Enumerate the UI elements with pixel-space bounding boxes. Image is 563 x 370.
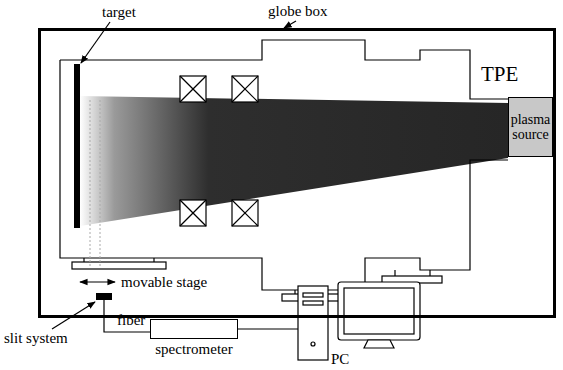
- part-label: globe box: [268, 3, 328, 20]
- computer-node: PC: [298, 282, 420, 362]
- part-label: fiber: [117, 312, 145, 329]
- line-of-sight: [100, 100, 101, 268]
- monitor-stand: [364, 340, 394, 348]
- port-neck: [294, 290, 295, 294]
- pc-tower: [298, 286, 328, 360]
- port-neck: [429, 270, 430, 276]
- connector-line: [238, 328, 298, 329]
- globe-box: plasma source TPE: [38, 28, 556, 318]
- leader-line: [284, 21, 296, 28]
- coil-cross: [180, 76, 206, 102]
- chamber-wall-bottom: [60, 60, 508, 290]
- coil-cross: [232, 200, 258, 226]
- line-of-sight: [90, 100, 91, 268]
- coil: [180, 200, 206, 226]
- magnet-coils: [180, 76, 258, 226]
- coil-cross: [180, 76, 206, 102]
- chamber-wall-top: [60, 40, 508, 99]
- spectrometer-box: spectrometer: [150, 319, 238, 339]
- part-label: movable stage: [121, 274, 207, 291]
- drive-slot: [303, 293, 323, 297]
- port-flange: [72, 262, 166, 269]
- part-label: target: [102, 4, 136, 21]
- port-neck: [153, 258, 154, 262]
- port-neck: [83, 258, 84, 262]
- computer-icon: [298, 282, 420, 360]
- node-label: TPE: [481, 63, 518, 86]
- stage-arrow: [80, 281, 115, 282]
- node-label: plasma source: [511, 112, 551, 143]
- coil-cross: [180, 200, 206, 226]
- coil: [232, 200, 258, 226]
- slit-block: [96, 293, 112, 300]
- node-label: PC: [331, 351, 349, 368]
- pc-monitor: [338, 282, 420, 340]
- pc-screen: [344, 288, 414, 334]
- node-label: spectrometer: [155, 341, 232, 358]
- plasma-beam: [80, 96, 508, 226]
- port-neck: [394, 270, 395, 276]
- coil-cross: [232, 76, 258, 102]
- part-label: slit system: [4, 330, 68, 347]
- coil: [232, 76, 258, 102]
- target-plate: [74, 64, 80, 228]
- coil-cross: [232, 200, 258, 226]
- power-button: [311, 342, 315, 346]
- coil-cross: [232, 76, 258, 102]
- coil-cross: [180, 200, 206, 226]
- drive-slot: [303, 301, 323, 305]
- plasma-source-box: plasma source: [508, 97, 553, 157]
- coil: [180, 76, 206, 102]
